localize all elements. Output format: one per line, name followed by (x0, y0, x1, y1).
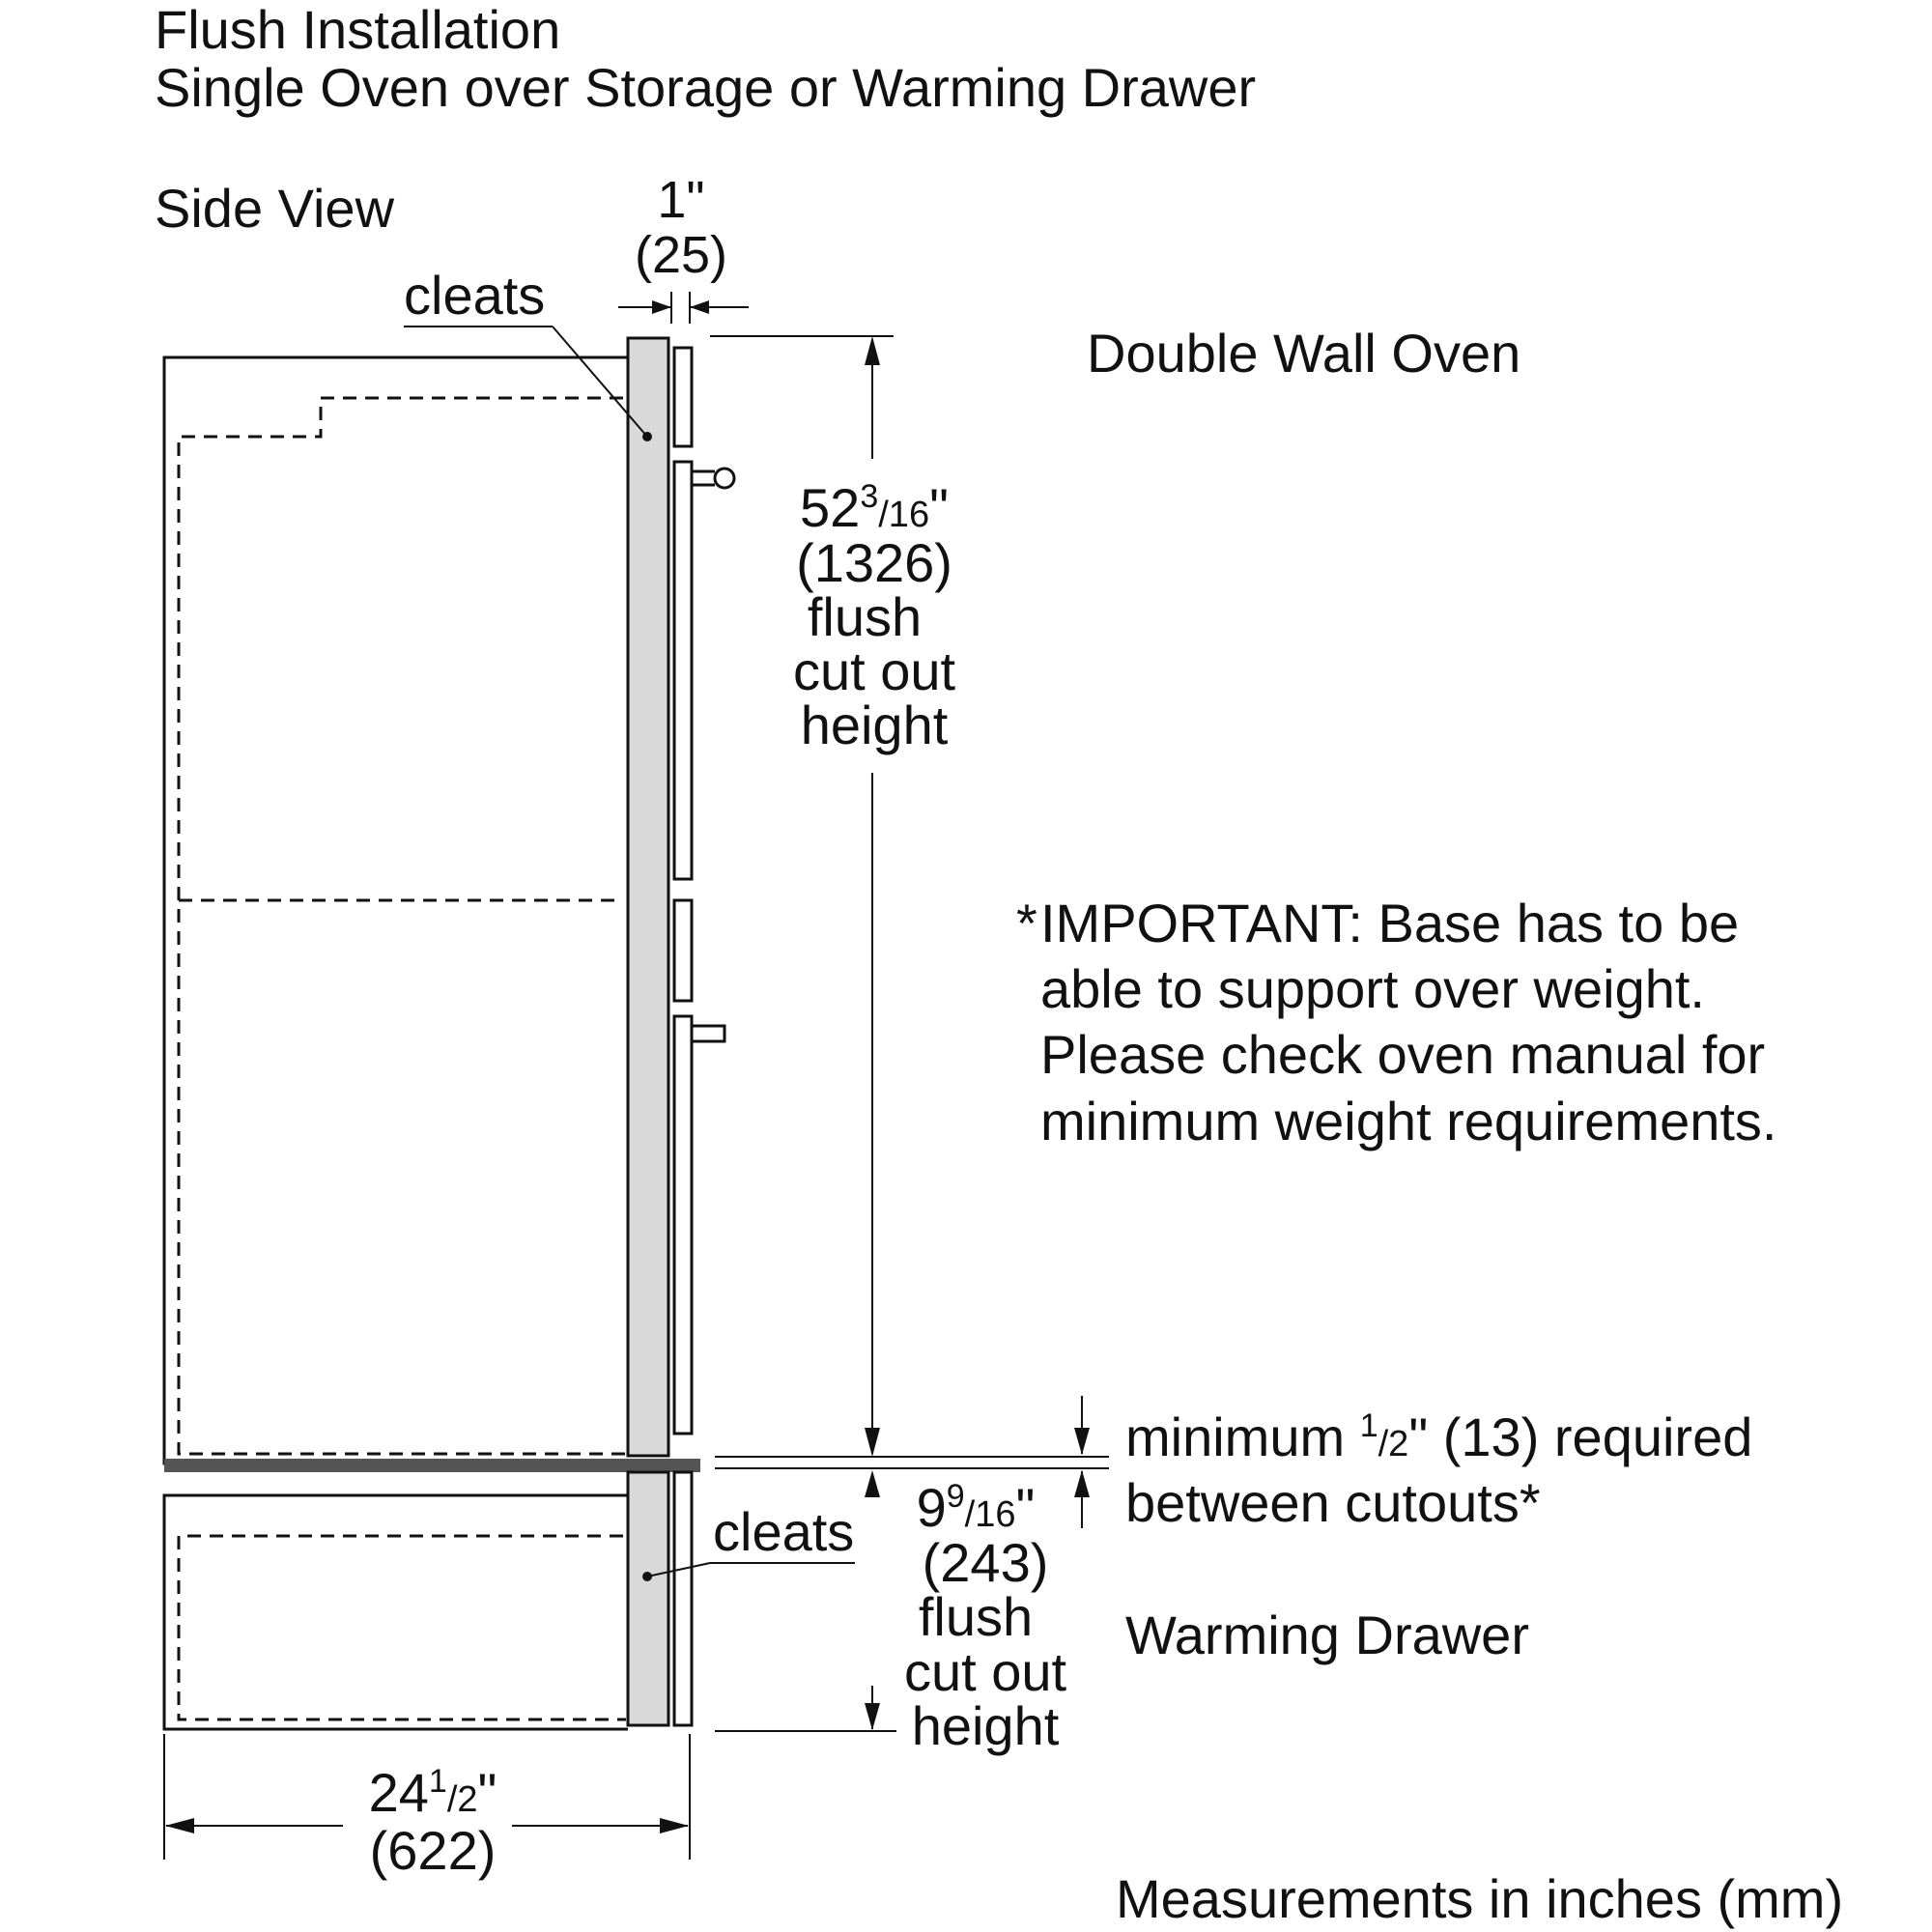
between-cutouts-num: 1 (1360, 1407, 1378, 1444)
important-star: * (1016, 893, 1037, 953)
depth-mm: (622) (370, 1820, 497, 1881)
drawer-cutout-mm: (243) (923, 1532, 1049, 1593)
oven-cutout-inch: 523/16" (800, 477, 949, 538)
oven-cutout-mm: (1326) (796, 532, 952, 593)
double-wall-oven-label: Double Wall Oven (1087, 323, 1520, 384)
cleats-label-top: cleats (404, 265, 545, 326)
title-line-2: Single Oven over Storage or Warming Draw… (155, 57, 1256, 118)
drawer-cutout-l1: flush (919, 1586, 1033, 1647)
depth-whole: 24 (369, 1762, 429, 1823)
upper-cabinet (162, 355, 700, 1472)
drawer-cutout-dimension (715, 1470, 896, 1732)
drawer-cutout-quote: " (1016, 1477, 1036, 1538)
appliance-fronts (672, 346, 694, 1727)
drawer-cutout-l3: height (912, 1695, 1060, 1756)
gap-dimension (618, 292, 749, 324)
drawer-cutout-whole: 9 (917, 1477, 947, 1538)
lower-cabinet (162, 1493, 628, 1731)
important-line-3: Please check oven manual for (1040, 1024, 1765, 1085)
view-label: Side View (155, 178, 395, 239)
gap-mm: (25) (635, 226, 727, 284)
important-line-4: minimum weight requirements. (1040, 1091, 1776, 1151)
drawer-cutout-l2: cut out (904, 1641, 1067, 1702)
cleats-leader-bottom (646, 1562, 711, 1577)
drawer-cutout-num: 9 (947, 1478, 965, 1515)
oven-cutout-num: 3 (860, 478, 878, 515)
depth-inch: 241/2" (369, 1762, 497, 1823)
between-cutouts-dimension (715, 1396, 1109, 1528)
between-cutouts-line-1: minimum 1/2" (13) required (1125, 1406, 1752, 1467)
oven-cutout-l1: flush (808, 586, 922, 647)
oven-cutout-whole: 52 (800, 477, 860, 538)
important-line-2: able to support over weight. (1040, 958, 1705, 1019)
title-line-1: Flush Installation (155, 0, 560, 60)
important-line-1: IMPORTANT: Base has to be (1040, 893, 1739, 953)
oven-cutout-quote: " (929, 477, 949, 538)
drawer-cutout-den: /16 (965, 1494, 1016, 1535)
depth-dimension (163, 1734, 691, 1860)
cleat-panel-upper (626, 336, 670, 1458)
oven-cutout-dimension (710, 335, 894, 1457)
warming-drawer-label: Warming Drawer (1125, 1605, 1529, 1665)
between-cutouts-line-2: between cutouts* (1125, 1472, 1541, 1533)
oven-cutout-l2: cut out (793, 640, 956, 701)
gap-inch: 1" (657, 171, 704, 229)
depth-num: 1 (429, 1763, 447, 1800)
oven-handle-upper (692, 467, 736, 490)
drawer-cutout-inch: 99/16" (917, 1477, 1036, 1538)
depth-quote: " (478, 1762, 497, 1823)
cleat-panel-lower (626, 1470, 670, 1727)
cleats-label-bottom: cleats (713, 1501, 854, 1562)
cabinet-base-bar (164, 1459, 700, 1472)
measurements-note: Measurements in inches (mm) (1116, 1868, 1843, 1929)
oven-cutout-l3: height (801, 695, 949, 755)
oven-cutout-den: /16 (878, 495, 929, 535)
oven-handle-lower (690, 1024, 726, 1043)
between-cutouts-den: /2 (1378, 1424, 1409, 1464)
depth-den: /2 (447, 1779, 478, 1820)
cleats-leader-top (552, 326, 648, 438)
